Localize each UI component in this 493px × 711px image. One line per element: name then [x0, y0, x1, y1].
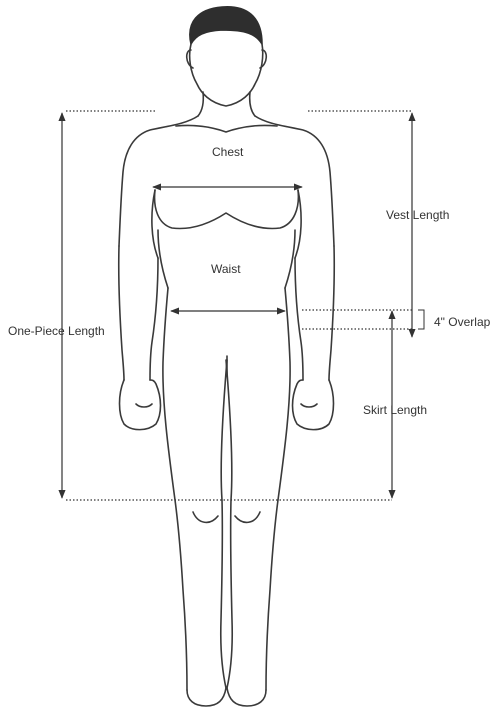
pectorals — [155, 190, 299, 228]
waist-label: Waist — [211, 262, 241, 276]
chest-label: Chest — [212, 145, 243, 159]
left-hand — [120, 380, 161, 430]
vest-length-label: Vest Length — [386, 208, 449, 222]
overlap-label: 4" Overlap — [434, 315, 490, 329]
overlap-bracket — [418, 310, 424, 329]
right-hand — [293, 380, 334, 430]
body-outline — [119, 7, 335, 706]
head — [190, 44, 263, 106]
hair — [190, 7, 262, 44]
skirt-length-label: Skirt Length — [363, 403, 427, 417]
measurement-guides — [62, 111, 424, 500]
one-piece-length-label: One-Piece Length — [8, 324, 105, 338]
